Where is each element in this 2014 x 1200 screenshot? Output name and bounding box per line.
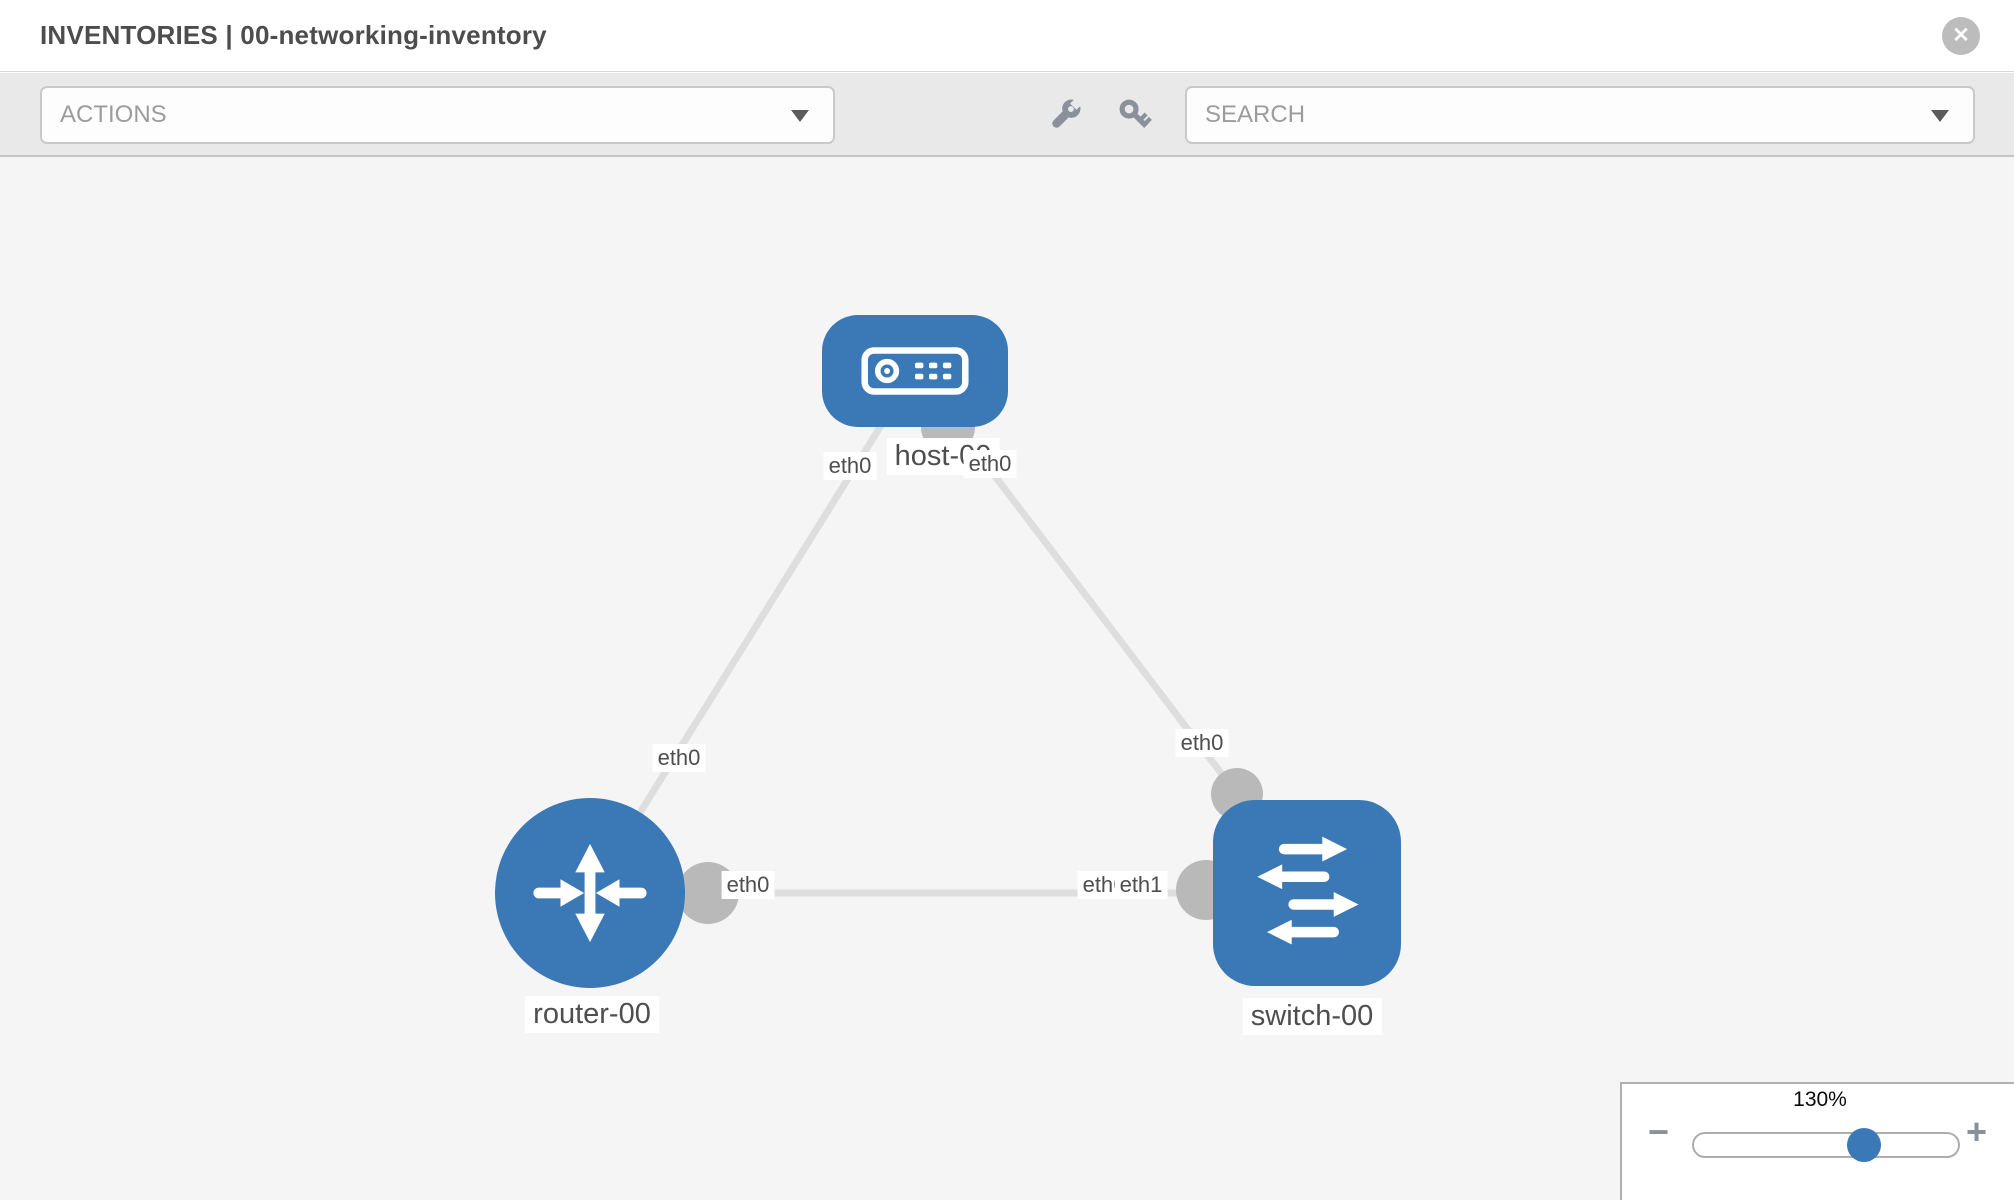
zoom-out-button[interactable]: − [1648,1111,1670,1152]
topology-canvas[interactable]: host-00 router-00 switch-00 eth0 eth0 et… [0,157,2014,1200]
search-input: SEARCH [1205,101,1306,128]
close-icon[interactable]: ✕ [1942,17,1980,55]
actions-dropdown[interactable]: ACTIONS [40,86,835,144]
iface-label-router-to-host: eth0 [652,744,706,772]
chevron-down-icon [1931,110,1949,122]
actions-dropdown-label: ACTIONS [60,101,167,128]
zoom-level-value: 130% [1793,1088,1847,1111]
iface-label-host-to-switch: eth0 [963,450,1017,478]
switch-arrows-icon [1257,836,1359,945]
zoom-in-button[interactable]: + [1966,1111,1988,1152]
zoom-slider-handle[interactable] [1847,1128,1881,1162]
iface-label-host-to-router: eth0 [823,452,877,480]
window-header: INVENTORIES | 00-networking-inventory ✕ [0,0,2014,72]
key-icon[interactable] [1116,96,1154,134]
node-host-00[interactable] [822,315,1008,427]
node-label-switch: switch-00 [1242,998,1382,1035]
wrench-icon[interactable] [1046,96,1084,134]
topology-edges [587,368,1306,897]
node-label-router: router-00 [525,996,659,1033]
zoom-control-panel: 130% − + [1620,1082,2014,1200]
toolbar: ACTIONS SEARCH [0,73,2014,157]
iface-label-router-to-switch: eth0 [721,871,775,899]
zoom-slider-track[interactable] [1692,1132,1960,1158]
router-arrows-icon [533,843,647,943]
chevron-down-icon [791,110,809,122]
iface-label-switch-to-router: eth1 [1114,871,1168,899]
page-title: INVENTORIES | 00-networking-inventory [40,20,547,50]
server-icon [861,347,969,395]
search-dropdown[interactable]: SEARCH [1185,86,1975,144]
iface-label-switch-to-host: eth0 [1175,729,1229,757]
node-switch-00[interactable] [1213,800,1401,986]
node-router-00[interactable] [495,798,685,988]
